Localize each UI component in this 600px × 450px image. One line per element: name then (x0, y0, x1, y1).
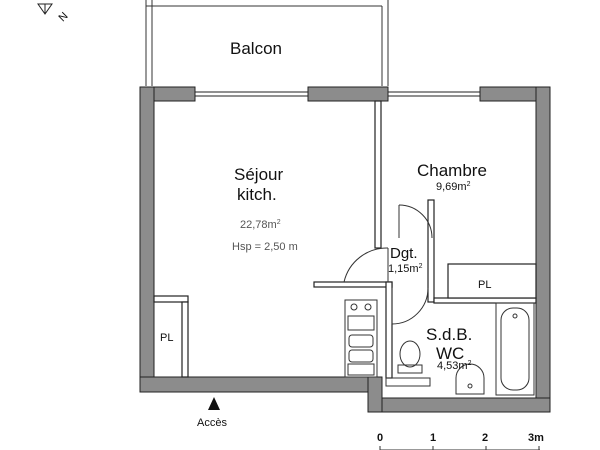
scale-tick-0: 0 (377, 432, 384, 444)
kitchen-counter (344, 299, 378, 378)
scale-bar (379, 446, 540, 450)
room-label-wc: WC (436, 344, 465, 363)
room-label-chambre: Chambre (417, 161, 487, 180)
room-height-sejour: Hsp = 2,50 m (232, 241, 298, 253)
balcony-outline (145, 0, 389, 86)
sink-icon (455, 363, 485, 395)
placard-label-right: PL (478, 279, 492, 291)
room-area-dgt: 1,15m2 (388, 263, 423, 275)
entrance-arrow-icon (208, 397, 220, 410)
room-label-balcon: Balcon (230, 39, 282, 58)
scale-tick-3m: 3m (528, 432, 544, 444)
placard-label-left: PL (160, 332, 174, 344)
scale-tick-2: 2 (482, 432, 489, 444)
room-label-sdb: S.d.B. (426, 325, 473, 344)
room-area-sejour: 22,78m2 (240, 219, 281, 231)
door-swings (343, 204, 433, 325)
bathtub-icon (495, 302, 535, 396)
entrance-label: Accès (197, 417, 227, 429)
room-label-sejour: Séjour (234, 165, 284, 184)
north-arrow-icon (37, 3, 53, 15)
toilet-icon (397, 340, 423, 374)
window-lines (195, 91, 480, 97)
interior-walls (153, 100, 537, 379)
room-label-kitch: kitch. (237, 185, 277, 204)
scale-tick-1: 1 (430, 432, 437, 444)
room-area-chambre: 9,69m2 (436, 181, 471, 193)
exterior-walls (139, 86, 551, 413)
room-label-dgt: Dgt. (390, 245, 418, 262)
washer-box (385, 377, 431, 387)
room-area-sdb: 4,53m2 (437, 360, 472, 372)
